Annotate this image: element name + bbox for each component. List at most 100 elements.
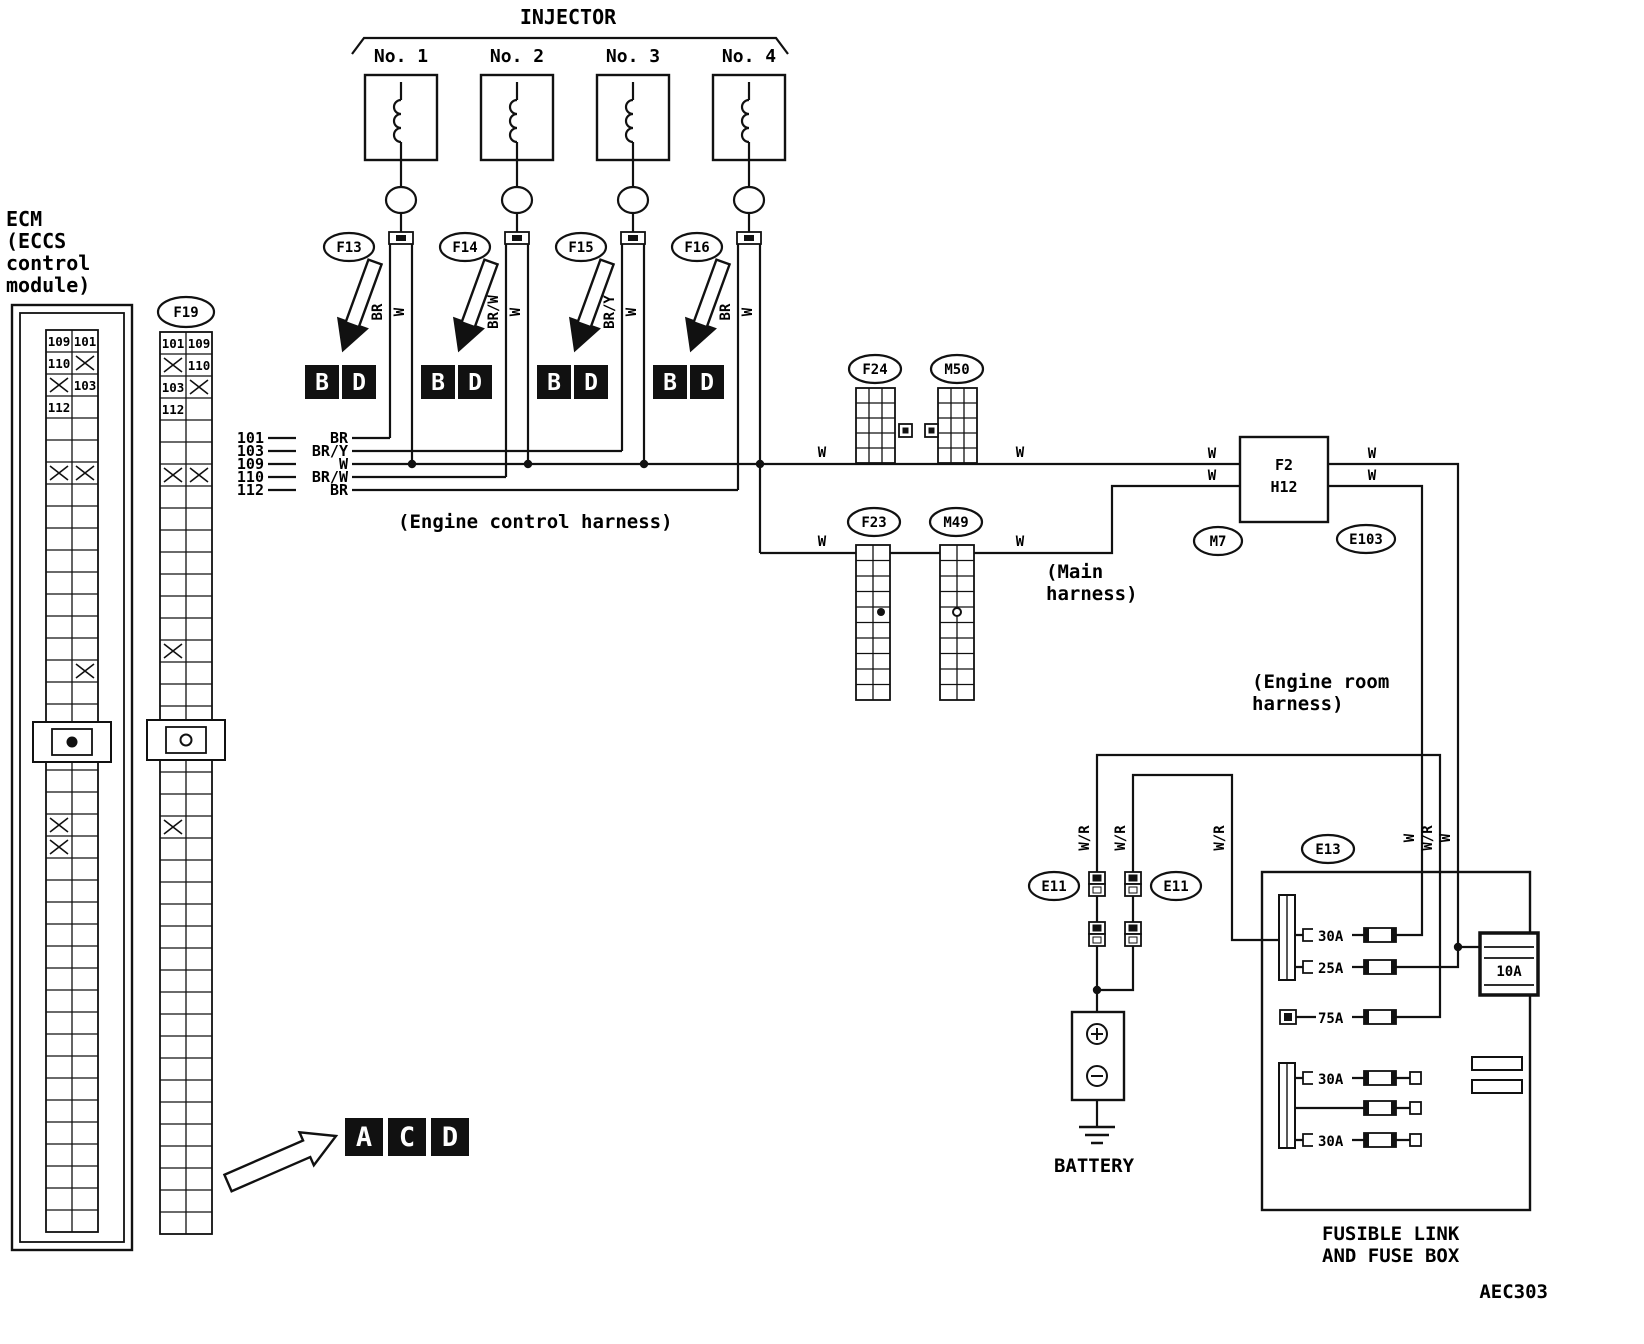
e103-connector [1335,523,1397,555]
pin-number: 109 [48,334,71,349]
code-box-a-letter: A [356,1122,372,1153]
main-harness-label: (Main [1046,561,1103,583]
f24-connector [847,353,903,385]
fuse-box-label: AND FUSE BOX [1322,1245,1460,1267]
injector-connector-id-label: F15 [568,240,593,256]
injector-title: INJECTOR [520,5,617,29]
code-box-b-letter: B [547,370,561,396]
pin-number: 110 [48,356,71,371]
wire-junction-dot [1092,985,1102,995]
junction-row-f2: F2 [1275,456,1293,474]
blocked-pin-cross [75,355,95,371]
code-box-a [345,1118,383,1156]
injector-connector-id [554,231,608,263]
pin-number: 103 [74,378,97,393]
wire-color-label: W [392,307,408,316]
m49-connector-label: M49 [943,515,968,531]
battery-label: BATTERY [1054,1155,1135,1177]
injector-number-label: No. 2 [490,46,544,67]
fuse-slot [1471,1079,1523,1094]
pointer-arrow-head [686,318,715,350]
fuse-rating-label: 30A [1318,929,1344,945]
pin-number-label: 109 [237,455,264,473]
injector-connector-id [670,231,724,263]
wire-color-label: W [624,307,640,316]
fuse-rating-label: 75A [1318,1011,1344,1027]
fuse-symbol-cap [1391,1101,1396,1115]
m49-connector [928,506,984,538]
e11-left-connector-label: E11 [1041,879,1066,895]
ecm-label-line: module) [6,273,90,297]
m50-connector [929,353,985,385]
fuse-symbol-cap [1364,1010,1369,1024]
junction-box-f2-h12 [1238,435,1330,524]
wire-color-label: W [1368,446,1377,462]
wire-color-label: W/R [1212,825,1228,851]
injector-connector-id-label: F13 [336,240,361,256]
wire-color-label: BR [718,303,734,320]
inline-connector-pin [1092,936,1102,944]
wire-color-label: W [740,307,756,316]
injector-coil [392,98,402,144]
code-box-d-letter: D [584,370,598,396]
connector-key-pin [928,427,935,434]
f23-connector-label: F23 [861,515,886,531]
injector-terminal [616,185,650,215]
pin-number: 110 [188,358,211,373]
fuse-symbol-cap [1391,960,1396,974]
junction-row-h12: H12 [1270,478,1297,496]
ecm-label-line: (ECCS [6,229,66,253]
fuse-symbol-cap [1364,1101,1369,1115]
fuse-symbol-cap [1391,1133,1396,1147]
wire-junction-dot [639,459,649,469]
code-box-d2-letter: D [442,1122,458,1153]
ground-icon [1079,1125,1115,1145]
pointer-arrow-head [338,318,367,350]
engine-room-harness-label: (Engine room [1252,671,1389,693]
blocked-pin-cross [49,839,69,855]
pin-number-label: 103 [237,442,264,460]
f23-face-grid-lines [856,545,890,700]
code-box-d2 [431,1118,469,1156]
fuse-rating-label: 10A [1496,964,1522,980]
injector-coil [740,98,750,144]
injector-terminal [732,185,766,215]
wire-junction-dot [1453,942,1463,952]
wire-color-label: W/R [1113,825,1129,851]
pointer-arrow-head [570,318,599,350]
code-box-b [653,365,687,399]
blocked-pin-cross [189,467,209,483]
fuse-symbol-cap [1391,1071,1396,1085]
m7-connector-label: M7 [1210,534,1227,550]
fuse-symbol-cap [1364,928,1369,942]
fuse-end-terminal [1409,1101,1422,1115]
injector-plug-pin [396,235,406,241]
injector-number-label: No. 3 [606,46,660,67]
fuse-end-terminal [1409,1133,1422,1147]
wire-color-label: W [818,445,827,461]
inline-connector-pin [1128,886,1138,894]
m50-connector-label: M50 [944,362,969,378]
engine-room-harness-label: harness) [1252,693,1344,715]
f19-connector [156,295,216,329]
wire-color-label: W/R [1420,825,1436,851]
diagram-code: AEC303 [1479,1281,1548,1303]
wire-color-label: W [818,534,827,550]
code-box-b-letter: B [663,370,677,396]
fuse-terminal-bracket [1302,928,1313,1147]
code-box-d-letter: D [468,370,482,396]
fuse-symbol-cap [1391,928,1396,942]
inline-connector-pin [1092,874,1102,882]
code-box-d [690,365,724,399]
injector-coil [508,98,518,144]
pin-number-label: 112 [237,481,264,499]
wire-color-label: BR [370,303,386,320]
wire-color-label: W [339,455,349,473]
f19-index-ring [179,733,193,747]
f19-connector-label: F19 [173,305,198,321]
injector-coil [624,98,634,144]
code-box-c-letter: C [399,1122,415,1153]
inline-connector-pin [1128,924,1138,932]
pointer-arrow-head [454,318,483,350]
